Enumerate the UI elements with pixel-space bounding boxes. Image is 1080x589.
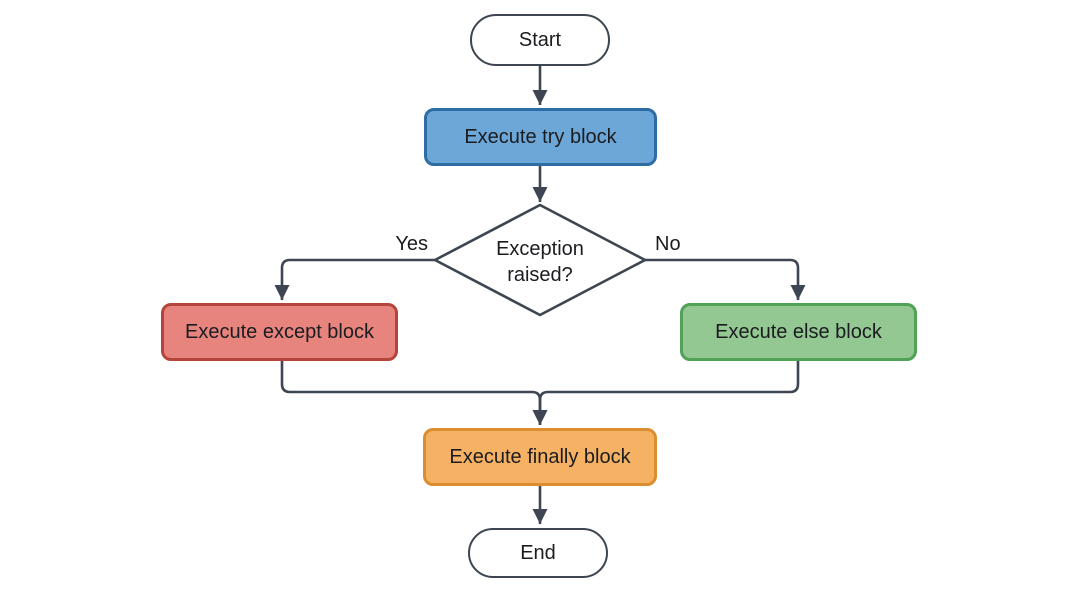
node-else-label: Execute else block: [715, 320, 882, 343]
node-start-label: Start: [518, 28, 562, 51]
edge-decision-no-to-else: [645, 258, 806, 300]
node-execute-finally-block: Execute finally block: [423, 428, 657, 486]
edge-label-no: No: [655, 233, 681, 255]
node-execute-try-block: Execute try block: [424, 108, 657, 166]
node-end: End: [468, 528, 608, 578]
node-decision-label: Exception raised?: [496, 238, 584, 286]
edge-decision-yes-to-except: [274, 258, 435, 300]
node-finally-label: Execute finally block: [449, 445, 631, 468]
node-except-label: Execute except block: [185, 320, 374, 343]
decision-diamond-shape: [433, 203, 647, 317]
node-start: Start: [470, 14, 610, 66]
node-end-label: End: [520, 541, 556, 564]
node-try-label: Execute try block: [464, 125, 617, 148]
edge-except-to-finally: [280, 361, 548, 425]
node-execute-except-block: Execute except block: [161, 303, 398, 361]
node-execute-else-block: Execute else block: [680, 303, 917, 361]
edge-label-yes: Yes: [395, 233, 428, 255]
edge-else-to-finally: [532, 361, 800, 425]
